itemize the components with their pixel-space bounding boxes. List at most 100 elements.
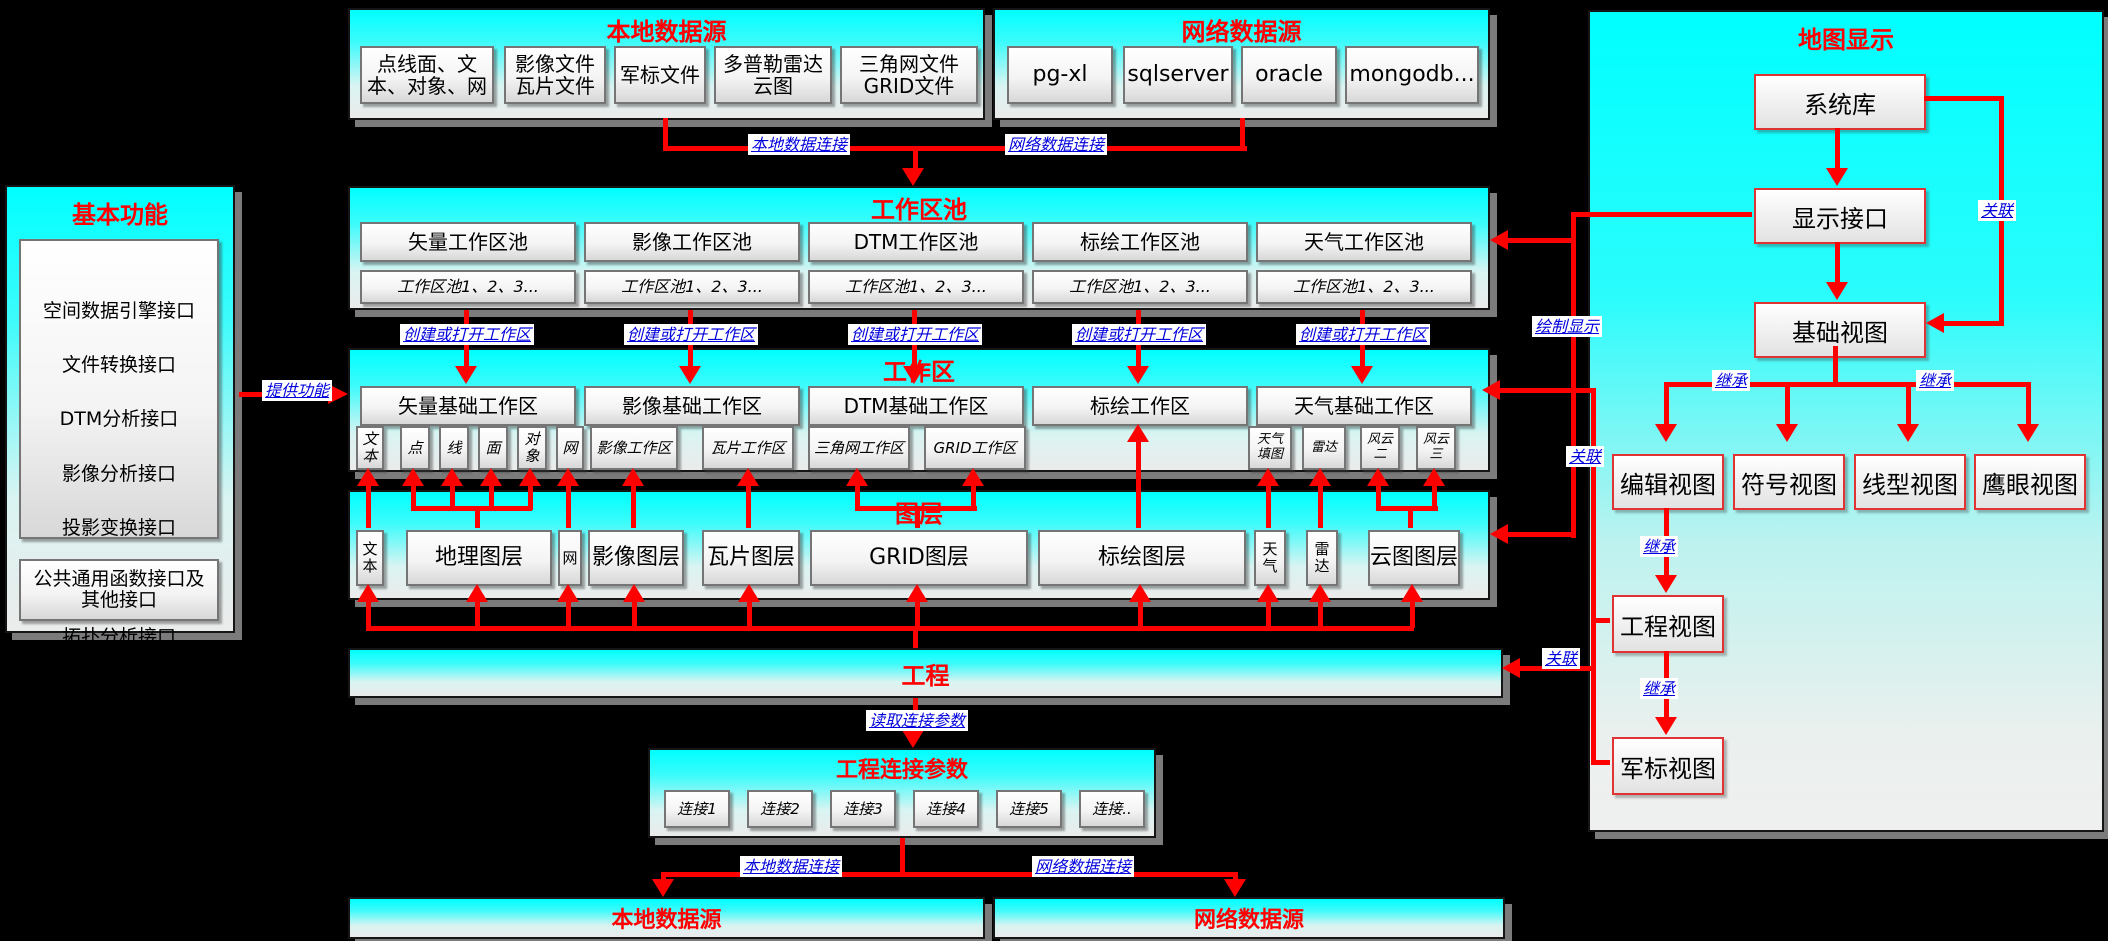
pool-instances: 工作区池1、2、3... <box>360 270 576 304</box>
workspace-subitem: 天气 填图 <box>1248 426 1292 470</box>
workspace-subitem: 文 本 <box>356 426 384 470</box>
connector-line <box>1318 484 1323 528</box>
connector-line <box>475 600 480 628</box>
connector-line <box>1500 388 1595 393</box>
workspace-subitem: 对 象 <box>517 426 547 470</box>
connector-line <box>366 484 371 528</box>
layer-item: GRID图层 <box>810 530 1028 586</box>
arrowhead-up-icon <box>441 468 463 486</box>
arrowhead-down-icon <box>903 366 925 384</box>
pool-instances: 工作区池1、2、3... <box>584 270 800 304</box>
layer-item: 影像图层 <box>588 530 684 586</box>
connector-line <box>663 118 668 151</box>
workspace-subitem: 三角网工作区 <box>808 426 910 470</box>
connector-line <box>1906 382 1911 434</box>
connector-line <box>411 506 532 511</box>
project-title: 工程 <box>901 661 950 690</box>
relate-label: 关联 <box>1542 648 1581 670</box>
connector-line <box>1138 600 1143 628</box>
create-open-label: 创建或打开工作区 <box>624 324 759 346</box>
connector-line <box>1593 760 1610 765</box>
workspace-subitem: 网 <box>556 426 584 470</box>
network-data-source-panel: 网络数据源 pg-xl sqlserver oracle mongodb... <box>993 8 1490 120</box>
connector-line <box>915 600 920 628</box>
local-data-connection-label: 本地数据连接 <box>748 134 851 156</box>
connector-line <box>1591 388 1596 765</box>
connector-line <box>1432 484 1437 510</box>
arrowhead-down-icon <box>1655 717 1677 735</box>
connector-line <box>1508 532 1575 537</box>
arrowhead-up-icon <box>519 468 541 486</box>
connector-line <box>1508 238 1575 243</box>
display-interface-node: 显示接口 <box>1754 188 1926 244</box>
connector-line <box>915 506 920 528</box>
workspace-area: 矢量基础工作区 <box>360 386 576 426</box>
pool-item: 标绘工作区池 <box>1032 222 1248 262</box>
common-functions-box: 公共通用函数接口及 其他接口 <box>19 559 219 621</box>
connector-line <box>746 484 751 528</box>
interface-item: 投影变换接口 <box>61 516 176 539</box>
connector-line <box>1924 96 2004 101</box>
connector-line <box>971 484 976 510</box>
workspace-pool-title: 工作区池 <box>871 196 967 224</box>
connector-line <box>1318 600 1323 628</box>
local-source-item: 点线面、文 本、对象、网 <box>360 46 494 104</box>
arrowhead-up-icon <box>737 468 759 486</box>
arrowhead-down-icon <box>1224 879 1246 897</box>
connector-line <box>1785 382 1790 434</box>
inherit-label: 继承 <box>1640 536 1679 558</box>
arrowhead-up-icon <box>1257 468 1279 486</box>
pool-item: 天气工作区池 <box>1256 222 1472 262</box>
local-source-item: 三角网文件 GRID文件 <box>840 46 978 104</box>
project-view-node: 工程视图 <box>1612 595 1724 653</box>
workspace-subitem: 风云 三 <box>1416 426 1456 470</box>
interface-item: 空间分析接口 <box>61 679 176 702</box>
interface-item: DTM分析接口 <box>59 408 179 431</box>
arrowhead-down-icon <box>652 879 674 897</box>
arrowhead-up-icon <box>1401 584 1423 602</box>
relate-label: 关联 <box>1566 446 1605 468</box>
local-source-item: 影像文件 瓦片文件 <box>504 46 606 104</box>
connector-line <box>450 484 455 510</box>
base-view-node: 基础视图 <box>1754 302 1926 358</box>
create-open-label: 创建或打开工作区 <box>1072 324 1207 346</box>
layer-item: 标绘图层 <box>1038 530 1246 586</box>
connector-line <box>566 484 571 528</box>
connection-item: 连接3 <box>830 790 896 828</box>
provide-function-label: 提供功能 <box>262 380 333 402</box>
project-params-title: 工程连接参数 <box>835 758 968 783</box>
layer-item: 云图图层 <box>1368 530 1460 586</box>
connection-item: 连接2 <box>747 790 813 828</box>
arrowhead-right-icon <box>328 384 348 404</box>
arrowhead-left-icon <box>1490 524 1508 544</box>
connector-line <box>475 506 480 528</box>
connector-line <box>1835 128 1840 170</box>
network-source-item: oracle <box>1241 46 1337 104</box>
relate-label: 关联 <box>1978 200 2017 222</box>
arrowhead-up-icon <box>1257 584 1279 602</box>
arrowhead-down-icon <box>455 366 477 384</box>
inherit-label: 继承 <box>1712 370 1751 392</box>
arrowhead-left-icon <box>1482 380 1500 400</box>
create-open-label: 创建或打开工作区 <box>848 324 983 346</box>
arrowhead-up-icon <box>906 584 928 602</box>
connector-line <box>913 149 918 171</box>
workspace-pool-panel: 工作区池 矢量工作区池 影像工作区池 DTM工作区池 标绘工作区池 天气工作区池… <box>348 186 1490 310</box>
arrowhead-up-icon <box>1129 584 1151 602</box>
workspace-area: 天气基础工作区 <box>1256 386 1472 426</box>
pool-item: 影像工作区池 <box>584 222 800 262</box>
project-bar: 工程 <box>348 648 1503 698</box>
arrowhead-up-icon <box>466 584 488 602</box>
create-open-label: 创建或打开工作区 <box>1296 324 1431 346</box>
connector-line <box>1233 872 1238 882</box>
pool-instances: 工作区池1、2、3... <box>1256 270 1472 304</box>
arrowhead-up-icon <box>1423 468 1445 486</box>
workspace-subitem: 雷达 <box>1302 426 1346 470</box>
arrowhead-left-icon <box>1502 658 1520 678</box>
arrowhead-up-icon <box>962 468 984 486</box>
workspace-area: DTM基础工作区 <box>808 386 1024 426</box>
arrowhead-up-icon <box>622 468 644 486</box>
bottom-local-source-title: 本地数据源 <box>611 908 722 933</box>
connector-line <box>900 838 905 876</box>
connector-line <box>489 484 494 510</box>
